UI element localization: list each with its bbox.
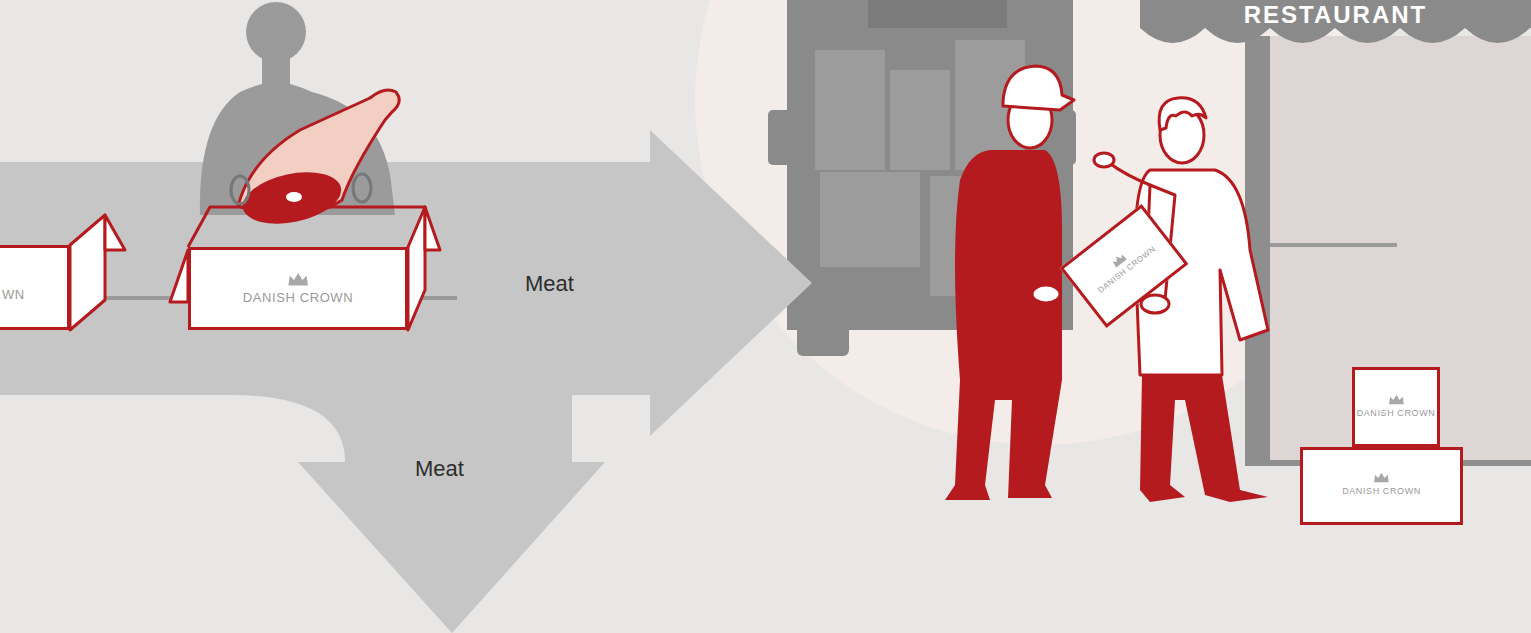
crown-logo	[288, 273, 308, 286]
flow-label: Meat	[525, 273, 574, 295]
truck-mirror	[768, 110, 792, 165]
courier-face	[1008, 92, 1052, 148]
truck-roof	[868, 0, 1007, 28]
box-flap	[425, 207, 440, 250]
courier-arm	[972, 182, 1050, 302]
box-rim	[188, 207, 425, 247]
cargo-silhouette	[820, 172, 920, 267]
carried-box: DANISH CROWN	[1060, 204, 1189, 328]
chef-arm	[1145, 185, 1175, 305]
arrow-shape	[0, 130, 812, 633]
courier-body	[945, 150, 1062, 500]
crown-logo	[1374, 473, 1389, 482]
ham-bone	[286, 192, 302, 202]
crown-logo	[1389, 395, 1404, 404]
box-flap	[170, 250, 188, 302]
conveyor-line	[408, 296, 457, 300]
cargo-silhouette	[815, 50, 885, 170]
box-side	[408, 207, 425, 330]
brand-text: DANISH CROWN	[243, 291, 353, 304]
cargo-silhouette	[955, 40, 1025, 170]
chef-gesture-arm	[1108, 162, 1150, 185]
stacked-box: DANISH CROWN	[1300, 447, 1463, 525]
awning-shape	[1140, 0, 1531, 43]
chef-hair	[1159, 98, 1206, 130]
worker-head	[246, 2, 306, 62]
truck-body	[787, 0, 1073, 330]
stacked-box: DANISH CROWN	[1352, 367, 1440, 447]
ham-meat	[238, 164, 346, 232]
ham-hook	[231, 176, 249, 204]
box-side	[70, 215, 105, 330]
worker-neck	[262, 55, 290, 87]
truck-step	[797, 318, 849, 356]
ham-hook	[353, 174, 371, 202]
brand-text: DANISH CROWN	[1357, 409, 1436, 418]
flow-label: Meat	[415, 458, 464, 480]
chef-hand	[1094, 153, 1114, 167]
crown-logo	[287, 272, 309, 288]
cargo-silhouette	[890, 70, 950, 170]
worker-body	[200, 82, 395, 215]
courier-cap	[1003, 66, 1074, 110]
chef-shirt	[1135, 170, 1268, 375]
restaurant-wall	[1245, 36, 1531, 466]
chef-face	[1160, 107, 1204, 163]
restaurant-door	[1270, 36, 1531, 460]
sign-text: RESTAURANT	[1140, 0, 1531, 27]
courier-hand	[1032, 285, 1060, 303]
ham	[238, 90, 399, 216]
highlight-circle	[695, 0, 1385, 445]
flow-arrow: MeatMeat	[0, 128, 815, 633]
brand-text: WN	[2, 288, 25, 301]
truck-mirror	[1052, 110, 1076, 165]
crown-logo	[1373, 472, 1390, 484]
conveyor-line	[105, 296, 190, 300]
brand-text: DANISH CROWN	[1097, 245, 1158, 295]
chef-hand	[1141, 295, 1169, 313]
chef-legs	[1140, 375, 1268, 502]
restaurant-awning: RESTAURANT	[1140, 0, 1531, 48]
cardboard-box: WN	[0, 245, 70, 330]
cardboard-box: DANISH CROWN	[188, 247, 408, 330]
crown-logo	[1388, 394, 1405, 406]
brand-text: DANISH CROWN	[1342, 487, 1421, 496]
box-flap	[105, 215, 125, 250]
arrow-shape	[0, 128, 815, 633]
cargo-silhouette	[930, 176, 1040, 296]
restaurant-shelf	[1270, 243, 1397, 247]
